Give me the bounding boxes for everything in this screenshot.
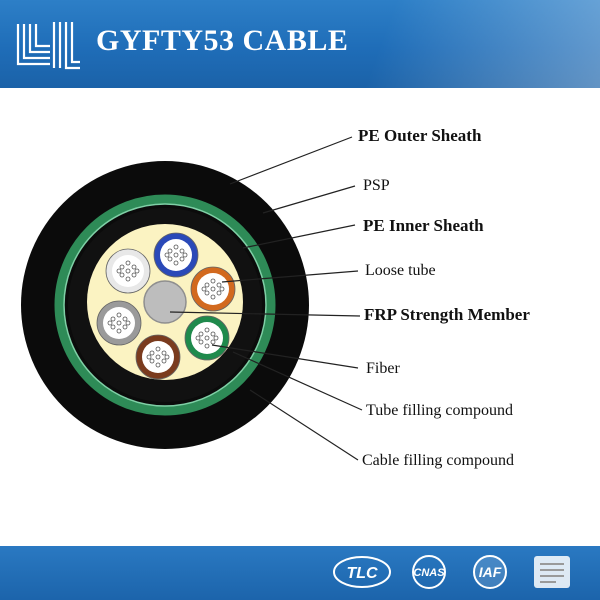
fiber-strand [198,339,204,345]
fiber-strand [116,328,122,334]
fiber-strand [216,290,222,296]
fiber-strand [173,252,179,258]
fiber-strand [204,282,210,288]
leader-tube-filling-compound [232,351,363,411]
cnas-certification-logo: CNAS [412,555,446,589]
fiber-strand [131,264,137,270]
fiber-strand [213,335,219,341]
fiber-strand [179,256,185,262]
fiber-strand [119,272,125,278]
fiber-strand [146,354,152,360]
fiber-strand [125,260,131,266]
leader-lines [169,136,363,461]
fiber-strand [122,324,128,330]
cable-cross-section [21,161,309,449]
fiber-strand [161,350,167,356]
fiber-strand [219,286,225,292]
loose-tube-green [184,315,230,361]
label-cable-filling-compound: Cable filling compound [362,452,514,469]
fiber-strand [119,264,125,270]
fiber-strand [110,324,116,330]
fiber-strand [195,335,201,341]
fiber-strand [182,252,188,258]
fiber-strand [210,278,216,284]
fiber-strand [116,312,122,318]
fiber-strand [204,335,210,341]
fiber-strand [155,354,161,360]
fiber-strand [210,294,216,300]
loose-tube-gray [96,300,142,346]
label-loose-tube: Loose tube [365,262,436,279]
fiber-strand [167,256,173,262]
fiber-strand [204,343,210,349]
label-fiber: Fiber [366,360,400,377]
label-pe-inner-sheath: PE Inner Sheath [363,216,484,235]
label-tube-filling-compound: Tube filling compound [366,402,513,419]
svg-text:IAF: IAF [479,564,502,580]
fiber-strand [149,350,155,356]
fiber-strand [164,354,170,360]
leader-fiber [211,344,359,369]
label-pe-outer-sheath: PE Outer Sheath [358,126,482,145]
leader-pe-outer-sheath [229,136,353,185]
fiber-strand [131,272,137,278]
fiber-strand [149,358,155,364]
frp-strength-member-core [143,280,187,324]
fiber-strand [125,268,131,274]
psp-layer [54,194,276,416]
leader-frp-strength-member [169,311,361,317]
loose-tube-white [105,248,151,294]
svg-text:CNAS: CNAS [413,567,445,579]
fiber-strand [201,286,207,292]
fiber-strand [107,320,113,326]
tlc-certification-logo: TLC [333,556,391,588]
fiber-strand [173,260,179,266]
fiber-strand [198,331,204,337]
fiber-strand [116,268,122,274]
fiber-strand [116,320,122,326]
fiber-strand [204,290,210,296]
company-logo-icon [16,22,80,70]
fiber-strand [210,331,216,337]
loose-tube-blue [153,232,199,278]
loose-tubes [96,232,236,380]
fiber-strand [122,316,128,322]
fiber-strand [125,276,131,282]
footer-certifications-bar: TLC CNAS IAF [0,546,600,600]
loose-tube-orange [190,266,236,312]
fiber-strand [125,320,131,326]
iaf-certification-logo: IAF [473,555,507,589]
label-psp: PSP [363,177,390,194]
fiber-strand [134,268,140,274]
fiber-strand [204,327,210,333]
label-frp-strength-member: FRP Strength Member [364,305,530,324]
fiber-strand [210,286,216,292]
svg-text:TLC: TLC [346,565,378,582]
fiber-strand [216,282,222,288]
fiber-strand [210,339,216,345]
fiber-strand [161,358,167,364]
iso-certification-logo [534,556,570,588]
leader-loose-tube [221,270,359,283]
leader-psp [262,185,356,214]
fiber-strand [110,316,116,322]
fiber-strand [164,252,170,258]
loose-tube-brown [135,334,181,380]
cable-title: GYFTY53 CABLE [96,24,349,57]
fiber-strand [179,248,185,254]
fiber-strand [155,346,161,352]
leader-pe-inner-sheath [242,224,356,249]
fiber-strand [167,248,173,254]
leader-cable-filling-compound [249,389,359,461]
header-banner: GYFTY53 CABLE [0,0,600,88]
fiber-strand [155,362,161,368]
fiber-strand [173,244,179,250]
psp-layer-edge [63,203,267,407]
